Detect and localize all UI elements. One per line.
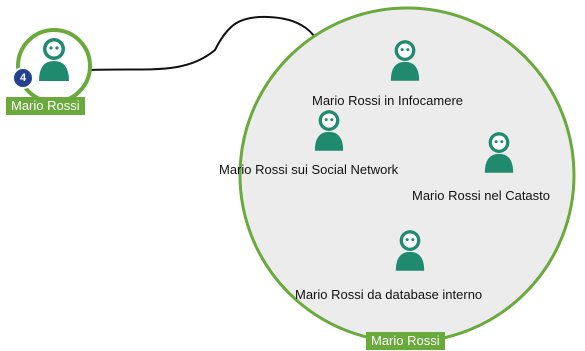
group-label: Mario Rossi	[366, 332, 445, 350]
person-icon	[39, 38, 69, 81]
person-icon[interactable]	[312, 108, 346, 152]
connection-edge	[89, 15, 323, 71]
count-badge: 4	[12, 67, 34, 89]
member-label-database-interno: Mario Rossi da database interno	[295, 287, 483, 302]
member-label-catasto: Mario Rossi nel Catasto	[412, 188, 550, 203]
person-icon[interactable]	[393, 228, 427, 272]
member-label-infocamere: Mario Rossi in Infocamere	[312, 93, 463, 108]
person-icon[interactable]	[388, 38, 422, 82]
person-icon[interactable]	[482, 130, 516, 174]
source-node-label: Mario Rossi	[6, 97, 85, 115]
member-label-social-network: Mario Rossi sui Social Network	[219, 162, 399, 177]
